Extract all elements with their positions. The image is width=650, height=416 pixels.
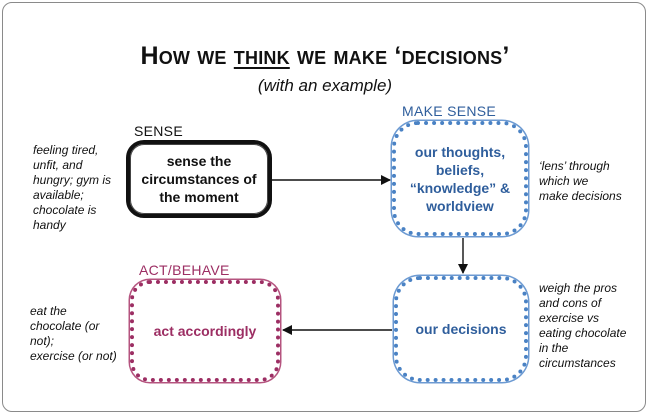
sense-heading: SENSE	[134, 123, 183, 139]
make-sense-heading: MAKE SENSE	[402, 103, 497, 119]
slide-frame	[2, 2, 646, 412]
act-heading: ACT/BEHAVE	[139, 262, 230, 278]
slide-title: How we think we make ‘decisions’	[0, 42, 650, 71]
make-sense-note: ‘lens’ through which we make decisions	[539, 159, 622, 203]
act-box: act accordingly	[130, 280, 280, 382]
act-note: eat the chocolate (or not); exercise (or…	[30, 304, 117, 363]
title-part-1: How we	[140, 42, 234, 70]
decisions-note: weigh the pros and cons of exercise vs e…	[539, 281, 627, 370]
sense-note: feeling tired, unfit, and hungry; gym is…	[33, 143, 112, 232]
decisions-box: our decisions	[394, 276, 528, 382]
sense-box: sense the circumstances of the moment	[126, 140, 272, 218]
slide-subtitle: (with an example)	[257, 76, 393, 95]
title-part-3: we make ‘decisions’	[289, 42, 510, 70]
title-emphasis-think: think	[233, 42, 290, 70]
make-sense-box: our thoughts, beliefs, “knowledge” & wor…	[392, 121, 528, 236]
